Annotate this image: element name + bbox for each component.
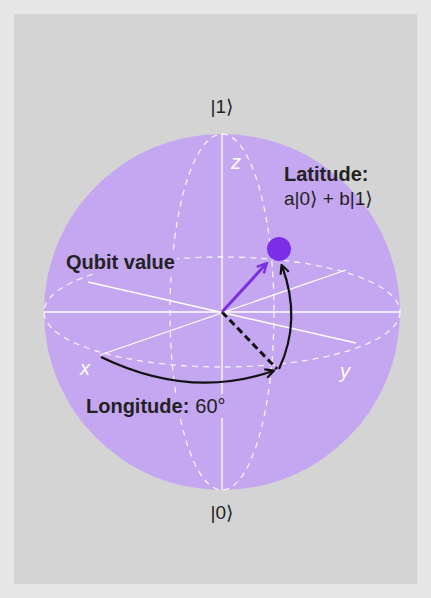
panel [14,14,417,584]
latitude-arc [279,266,291,369]
state-formula: a|0⟩ + b|1⟩ [284,188,373,211]
callout-title: Latitude: [284,162,368,186]
sphere [44,134,400,490]
axis-label: z [231,150,241,174]
state-label: |1⟩ [211,96,234,119]
angle-value: 60° [193,394,227,418]
longitude-arc [101,357,273,383]
state-vector [222,264,266,312]
qubit-point [267,237,291,261]
callout-title: Qubit value [64,250,177,274]
state-label: |0⟩ [211,502,234,525]
callout-title: Longitude: [84,394,191,418]
axis-label: y [340,359,350,383]
axis-label: x [80,356,90,380]
projection-line [222,312,277,369]
